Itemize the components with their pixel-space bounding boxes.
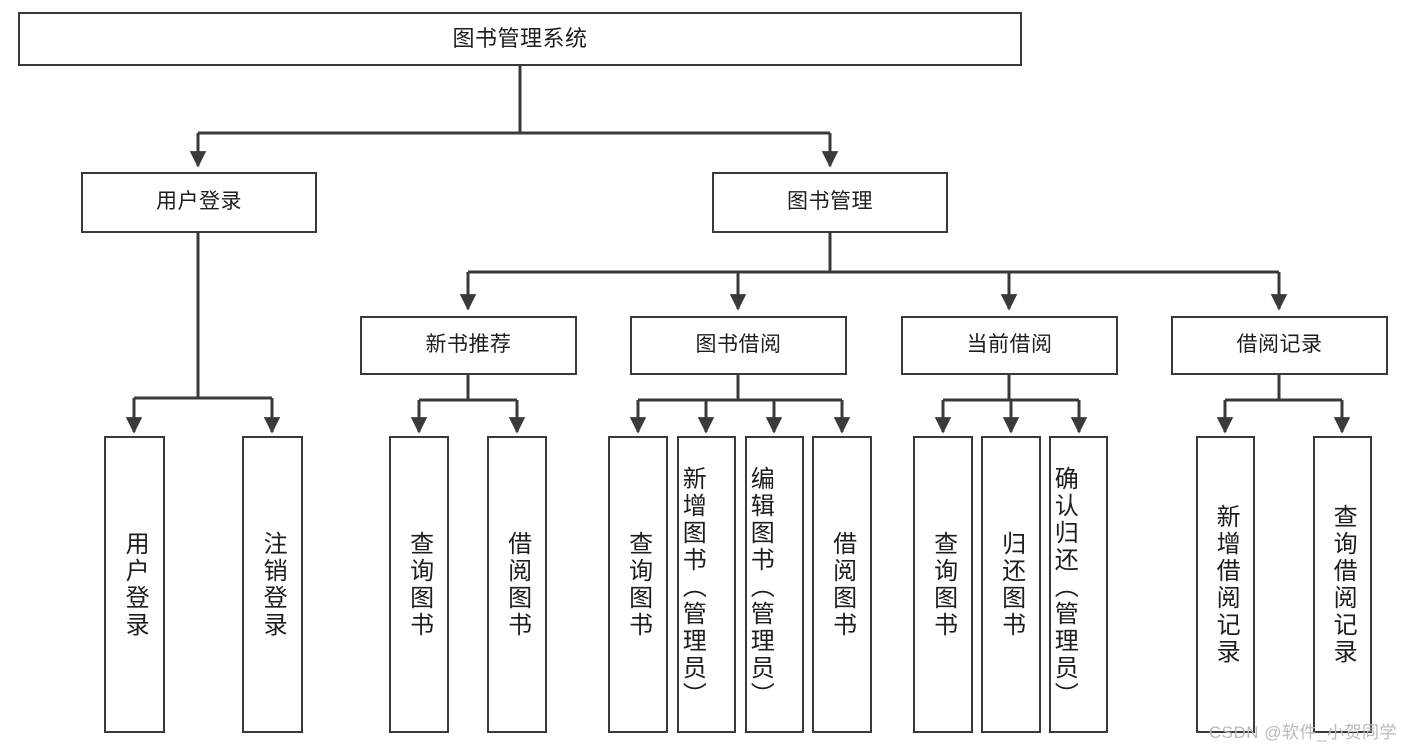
node-label: 当前借阅: [966, 333, 1053, 357]
leaf-query-borrow-record[interactable]: 查询借阅记录: [1313, 436, 1372, 733]
node-label: 用户登录: [156, 190, 242, 214]
node-user-login[interactable]: 用户登录: [81, 172, 317, 233]
node-label: 归还图书: [997, 530, 1025, 639]
node-label: 编辑图书（管理员）: [746, 466, 774, 709]
node-book-borrow[interactable]: 图书借阅: [630, 316, 847, 375]
leaf-borrow-book-borrow[interactable]: 借阅图书: [812, 436, 872, 733]
node-borrow-record[interactable]: 借阅记录: [1171, 316, 1388, 375]
node-label: 新增借阅记录: [1212, 503, 1240, 666]
leaf-query-book-recommend[interactable]: 查询图书: [389, 436, 449, 733]
node-label: 查询借阅记录: [1329, 503, 1357, 666]
node-label: 注销登录: [259, 530, 287, 639]
node-label: 借阅记录: [1236, 333, 1323, 357]
leaf-query-book-borrow[interactable]: 查询图书: [608, 436, 668, 733]
leaf-query-book-current[interactable]: 查询图书: [913, 436, 973, 733]
leaf-edit-book-admin[interactable]: 编辑图书（管理员）: [745, 436, 804, 733]
leaf-logout[interactable]: 注销登录: [242, 436, 303, 733]
node-label: 新增图书（管理员）: [678, 466, 706, 709]
node-root-system[interactable]: 图书管理系统: [18, 12, 1022, 66]
node-label: 用户登录: [121, 530, 149, 639]
node-label: 借阅图书: [828, 530, 856, 639]
leaf-borrow-book-recommend[interactable]: 借阅图书: [487, 436, 547, 733]
node-current-borrow[interactable]: 当前借阅: [901, 316, 1118, 375]
node-label: 新书推荐: [425, 333, 512, 357]
leaf-return-book[interactable]: 归还图书: [981, 436, 1041, 733]
node-label: 图书借阅: [695, 333, 782, 357]
node-label: 查询图书: [405, 530, 433, 639]
node-label: 图书管理: [787, 190, 873, 214]
node-new-book-recommend[interactable]: 新书推荐: [360, 316, 577, 375]
leaf-add-book-admin[interactable]: 新增图书（管理员）: [677, 436, 736, 733]
leaf-confirm-return-admin[interactable]: 确认归还（管理员）: [1049, 436, 1108, 733]
node-label: 图书管理系统: [452, 26, 588, 52]
node-label: 查询图书: [624, 530, 652, 639]
node-label: 查询图书: [929, 530, 957, 639]
node-label: 确认归还（管理员）: [1050, 466, 1078, 709]
leaf-add-borrow-record[interactable]: 新增借阅记录: [1196, 436, 1255, 733]
node-book-manage[interactable]: 图书管理: [712, 172, 948, 233]
csdn-watermark: CSDN @软件_小贺同学: [1208, 723, 1397, 742]
node-label: 借阅图书: [503, 530, 531, 639]
leaf-user-login[interactable]: 用户登录: [104, 436, 165, 733]
